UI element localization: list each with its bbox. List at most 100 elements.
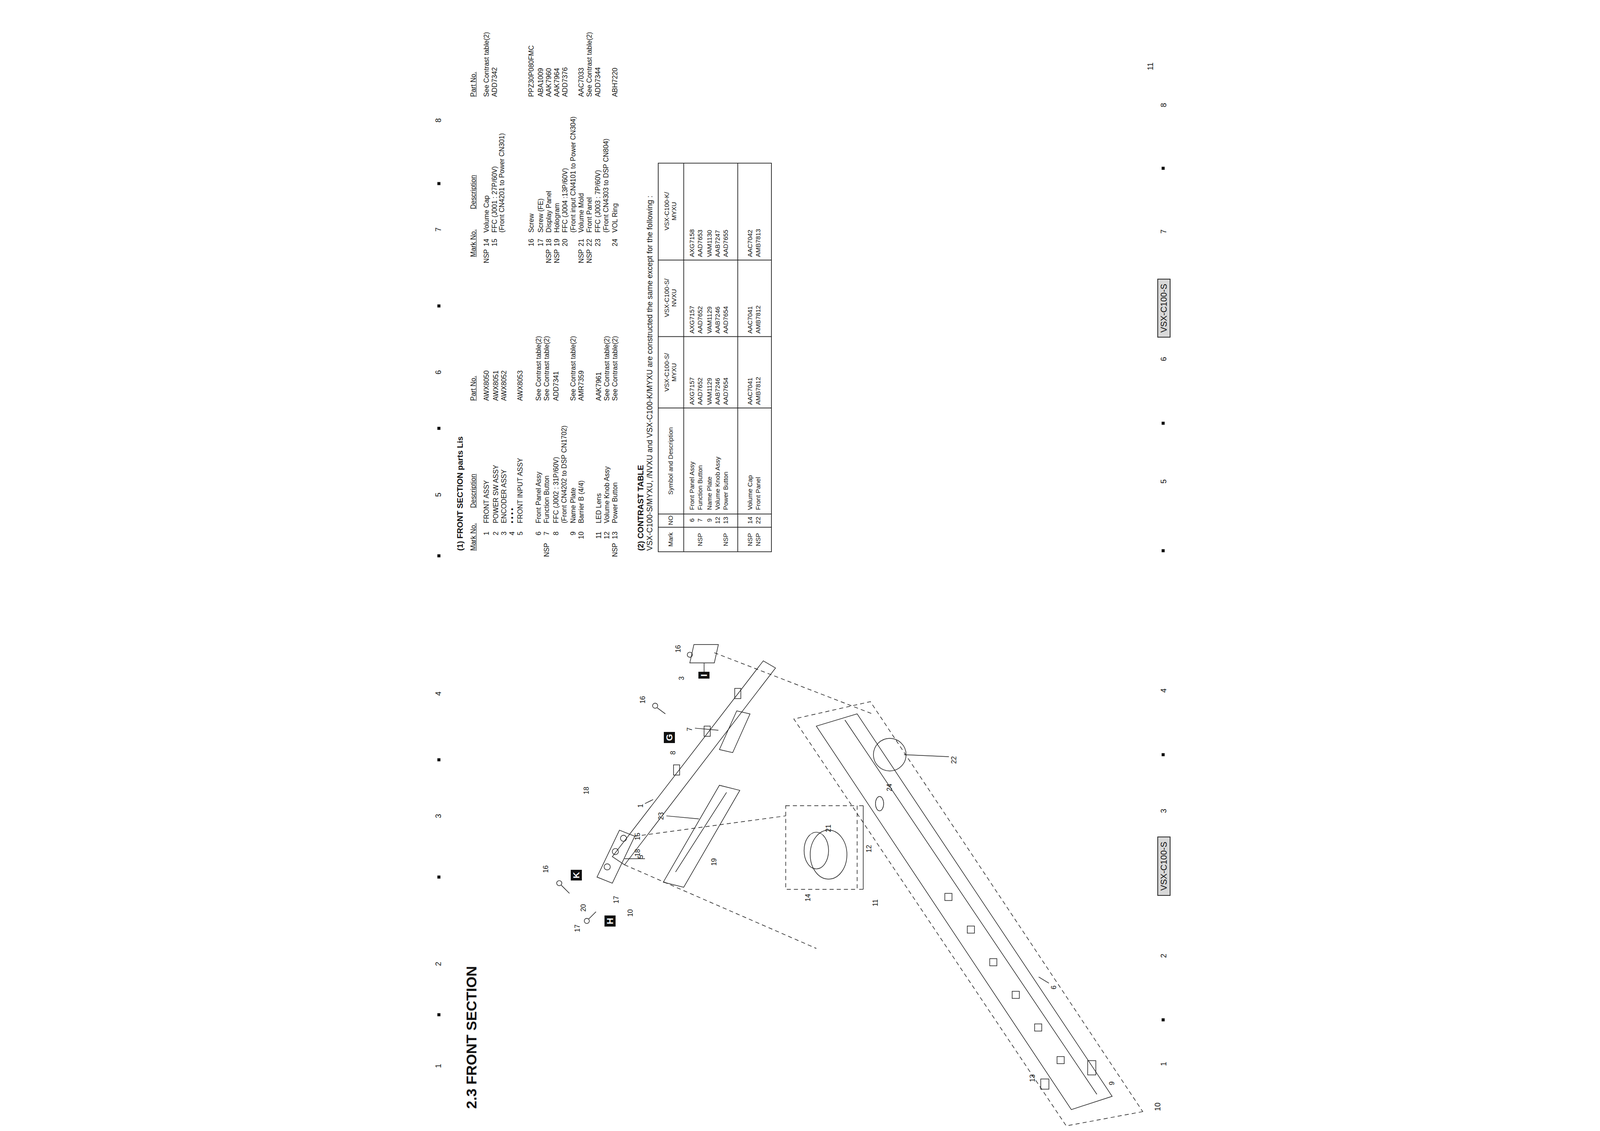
table-cell: VAM1130 [705,230,713,258]
grid-column-number: 1 [434,1064,444,1069]
location-tag: G [663,732,675,744]
item-number: 14 [482,238,491,247]
table-cell: AAC7041 [746,306,754,334]
grid-column-number: 5 [1159,479,1169,484]
table-cell: 6 [688,518,696,523]
table-cell: AAD7652 [696,377,704,406]
callout-number: 10 [626,909,635,917]
item-number: 15 [490,238,499,247]
part-description: FFC (J002 : 31P/60V) [552,456,561,524]
table-cell: Name Plate [705,476,713,511]
callout-number: 18 [633,849,642,857]
table-cell: 7 [696,518,704,523]
grid-column-number: 7 [1159,229,1169,234]
contrast-table-grid [658,163,772,552]
part-number: AMR7359 [577,370,586,401]
table-cell: AAD7652 [696,306,704,334]
part-number: ADD7376 [561,67,570,97]
nsp-mark: NSP [543,543,551,558]
table-cell: AAB7246 [713,377,722,405]
grid-column-number: 8 [434,118,444,123]
part-description: (Front CN4201 to Power CN301) [498,133,506,233]
callout-number: 14 [804,893,812,902]
part-description: FFC (J003 : 7P/60V) [594,169,602,233]
part-description: Display Panel [545,190,553,233]
part-number: See Contrast table(2) [569,335,578,401]
section-title: 2.3 FRONT SECTION [463,966,480,1110]
part-description: Volume Cap [482,195,491,233]
tag-letter: G [664,734,675,742]
item-number: 24 [611,238,619,247]
tag-letter: H [604,918,616,925]
part-number: ADD7341 [552,371,561,401]
table-cell: AAC7041 [746,377,754,406]
table-header: Symbol and Description [666,427,675,495]
item-number: 22 [585,238,594,247]
part-description: Screw (FE) [537,198,545,233]
nsp-mark: NSP [553,249,561,264]
part-description: Screw [527,213,536,233]
part-number: AWX8051 [492,370,500,401]
table-cell: Volume Cap [746,475,754,511]
part-number: AWX8053 [516,370,525,401]
part-number: AAC7033 [577,67,586,98]
grid-column-number: 4 [1159,688,1169,693]
tag-letter: I [698,674,710,677]
part-number: AWX8050 [482,370,491,401]
callout-number: 23 [657,812,666,821]
item-number: 21 [577,238,586,247]
callout-number: 16 [639,696,647,704]
item-number: 16 [527,238,536,247]
item-number: 1 [482,531,491,536]
table-header: VSX-C100-S/ MYXU [662,350,678,395]
part-description: (Front CN4303 to DSP CN804) [602,138,611,233]
part-number: See Contrast table(2) [611,335,619,401]
grid-column-number: 2 [434,962,444,967]
table-note: VSX-C100-S/MYXU, /NVXU and VSX-C100-K/MY… [645,195,655,551]
part-number: AWX8052 [500,370,509,401]
part-description: ENCODER ASSY [500,469,509,524]
callout-number: 18 [582,786,591,795]
grid-column-number: 4 [434,691,444,696]
table-cell: AAB7246 [713,306,722,334]
item-number: 3 [500,531,509,536]
register-marks [437,166,1165,1022]
part-number: See Contrast table(2) [585,32,594,97]
table-cell: AAD7655 [721,229,730,257]
nsp-mark: NSP [577,249,586,264]
table-header: Mark [666,532,675,547]
grid-column-number: 6 [1159,356,1169,362]
table-cell: 14 [746,516,754,525]
item-number: 11 [595,531,603,540]
nsp-mark: NSP [611,543,619,558]
table-cell: NSP [721,533,730,547]
callout-number: 16 [674,645,683,653]
front-panel-drawing [556,644,1143,1127]
item-number: 18 [545,238,553,247]
part-description: FFC (J001 : 27P/60V) [490,166,499,233]
part-description: Power Button [611,482,619,524]
item-number: 8 [552,531,561,536]
table-cell: AXG7157 [688,377,696,406]
part-number: See Contrast table(2) [603,335,611,401]
table-header: VSX-C100-S/ NVXU [662,275,678,321]
grid-column-number: 6 [434,370,444,375]
part-description: Front Panel Assy [534,471,543,524]
nsp-mark: NSP [585,249,594,264]
part-number: AAK7961 [595,372,603,402]
table-cell: AXG7157 [688,305,696,334]
part-description: • • • • [508,508,517,524]
table-heading: (2) CONTRAST TABLE [636,464,646,551]
callout-number: 3 [677,676,686,681]
part-number: See Contrast table(2) [482,32,491,97]
part-description: Volume Mold [577,192,586,233]
table-header: VSX-C100-K/ MYXU [662,188,678,234]
table-cell: 13 [721,516,730,525]
part-description: FFC (J004 :13P/60V) [561,168,570,233]
grid-column-number: 1 [1159,1062,1169,1067]
callout-number: 11 [871,899,880,907]
table-cell: AXG7158 [688,229,696,257]
item-number: 7 [543,531,551,536]
callout-number: 8 [669,750,678,755]
item-number: 19 [553,238,561,247]
